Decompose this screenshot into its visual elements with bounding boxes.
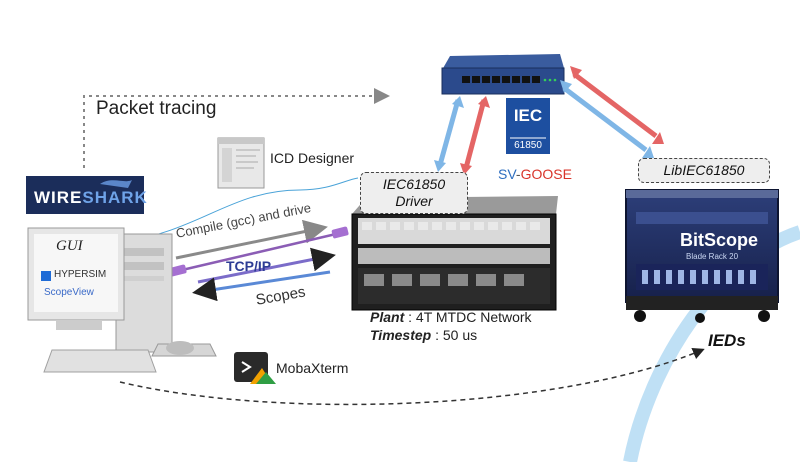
- timestep-value: : 50 us: [431, 327, 478, 343]
- scopeview-label: ScopeView: [44, 287, 94, 298]
- tcpip-label: TCP/IP: [226, 258, 272, 274]
- ieds-rack: [625, 189, 779, 323]
- libiec-tag: LibIEC61850: [638, 158, 770, 183]
- wireshark-part2: SHARK: [82, 188, 148, 207]
- protocol-label: SV-GOOSE: [498, 166, 572, 182]
- plant-key: Plant: [370, 309, 405, 325]
- mobaxterm-connector: [119, 347, 705, 406]
- timestep-line: Timestep : 50 us: [370, 327, 477, 343]
- computer-workstation: [27, 227, 217, 373]
- driver-chassis: [351, 196, 558, 311]
- driver-link-line: [119, 177, 359, 243]
- compile-arrow: [175, 219, 328, 260]
- plant-line: Plant : 4T MTDC Network: [370, 309, 532, 325]
- icd-designer-thumbnail: [217, 137, 265, 189]
- driver-tag-line2: Driver: [395, 193, 433, 209]
- packet-tracing-connector: [83, 88, 390, 168]
- wireshark-part1: WIRE: [34, 188, 83, 207]
- switch-ieds-arrows: [560, 66, 664, 158]
- packet-tracing-label: Packet tracing: [96, 98, 217, 119]
- hypersim-label: HYPERSIM: [54, 269, 107, 280]
- protocol-sv: SV: [498, 166, 516, 182]
- driver-tag-line1: IEC61850: [382, 176, 446, 192]
- bitscope-label: BitScope: [680, 230, 759, 250]
- wireshark-logo: WIRESHARK: [34, 188, 148, 208]
- gui-title: GUI: [56, 238, 83, 254]
- protocol-dash: -: [515, 166, 521, 182]
- bitscope-sub-label: Blade Rack 20: [686, 252, 739, 261]
- mobaxterm-icon: [234, 352, 276, 384]
- iec-logo-box: [506, 98, 550, 154]
- driver-tag: IEC61850 Driver: [360, 172, 468, 214]
- tcpip-arrow: [197, 247, 336, 284]
- icd-designer-label: ICD Designer: [270, 150, 355, 166]
- tcpip-cable: [169, 226, 349, 277]
- network-switch: [441, 54, 565, 95]
- iec-logo-top: IEC: [513, 106, 543, 125]
- switch-driver-arrows: [434, 96, 490, 175]
- plant-value: : 4T MTDC Network: [404, 309, 532, 325]
- mobaxterm-label: MobaXterm: [276, 360, 349, 376]
- libiec-tag-text: LibIEC61850: [663, 162, 745, 178]
- timestep-key: Timestep: [370, 327, 432, 343]
- ieds-label: IEDs: [708, 331, 746, 350]
- iec-logo-bottom: 61850: [514, 140, 542, 151]
- scopes-arrow: [192, 270, 331, 302]
- protocol-goose: GOOSE: [520, 166, 572, 182]
